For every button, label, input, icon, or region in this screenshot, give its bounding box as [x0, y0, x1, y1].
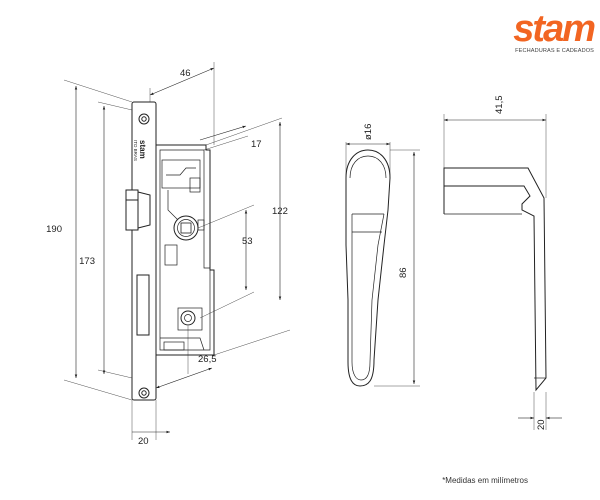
- deadbolt-slot: [136, 274, 150, 336]
- faceplate-top-screw: [138, 113, 150, 125]
- faceplate-stamp-text: ITO BRAS: [133, 140, 138, 161]
- handle-side-outline: [443, 167, 547, 392]
- handle-front-dims: [345, 142, 420, 387]
- faceplate-bottom-screw: [138, 387, 150, 399]
- dim-top-offset: 17: [251, 139, 262, 150]
- faceplate-stamp-logo: stam: [138, 140, 147, 159]
- brand-logo: stam FECHADURAS E CADEADOS: [462, 8, 596, 54]
- dim-bottom-offset: 26,5: [198, 354, 217, 365]
- dim-spindle-to-cylinder: 53: [242, 236, 253, 247]
- dim-faceplate-height: 173: [79, 256, 95, 267]
- brand-tagline: FECHADURAS E CADEADOS: [515, 48, 594, 54]
- dim-total-height: 190: [46, 224, 62, 235]
- handle-side-dims: [443, 114, 562, 430]
- dim-rose-diameter: ø16: [363, 124, 374, 140]
- dim-projection: 41,5: [494, 96, 505, 115]
- dim-body-height: 122: [272, 206, 288, 217]
- dim-side-width: 20: [536, 419, 547, 430]
- handle-front-outline: [345, 149, 391, 387]
- dim-faceplate-width: 20: [138, 436, 149, 447]
- lock-dimension-lines: [63, 62, 291, 440]
- dim-backset: 46: [180, 68, 191, 79]
- cylinder-cam: [180, 310, 196, 326]
- dim-handle-length: 86: [398, 267, 409, 278]
- latch-bolt: [125, 189, 139, 231]
- lock-body: [125, 101, 215, 401]
- handle-side-view: [443, 167, 547, 392]
- footnote: *Medidas em milímetros: [442, 476, 528, 485]
- brand-wordmark: stam: [513, 8, 596, 50]
- handle-front-view: [345, 149, 391, 387]
